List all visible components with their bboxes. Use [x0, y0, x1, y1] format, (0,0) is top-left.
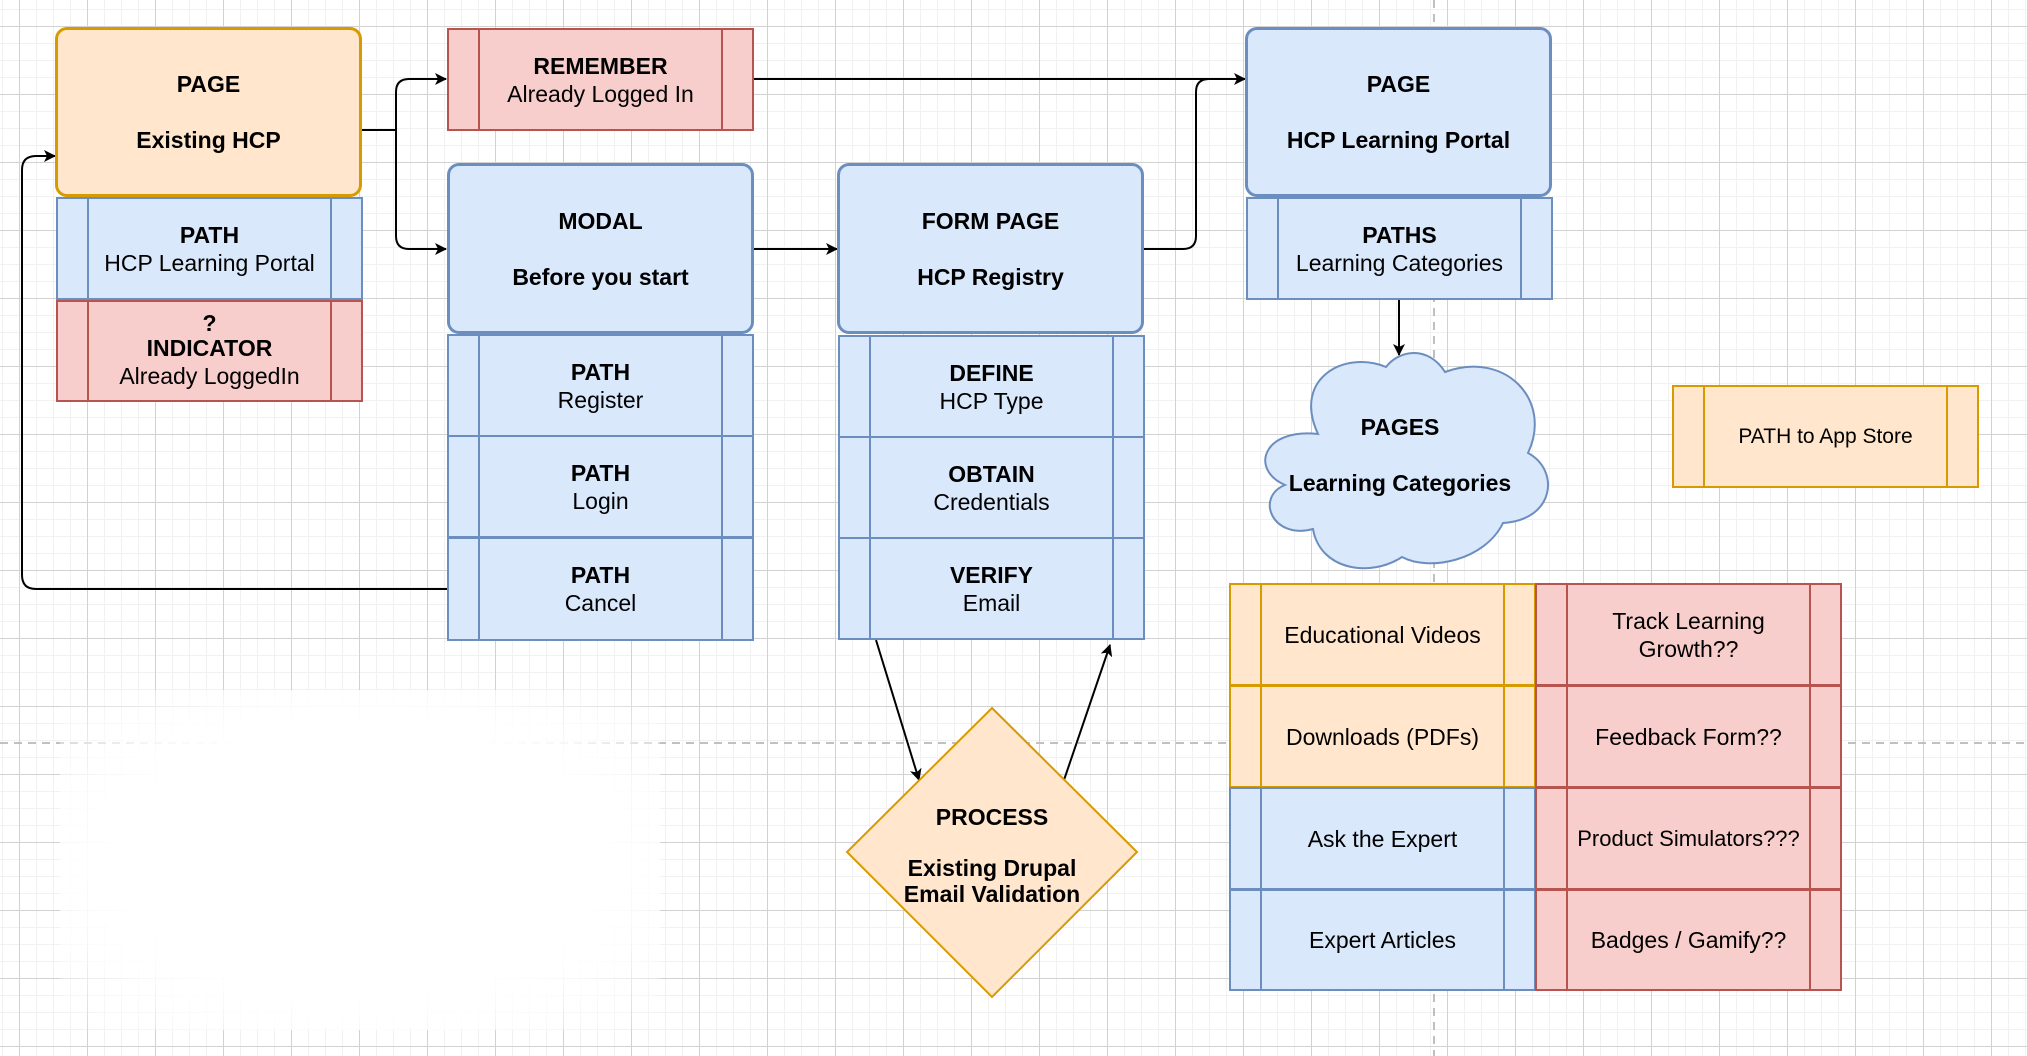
step-value: Credentials	[933, 488, 1050, 515]
category-ask-the-expert[interactable]: Ask the Expert	[1229, 787, 1536, 890]
connector-existing-to-remember[interactable]	[362, 73, 447, 131]
connector-cancel-to-existing[interactable]	[21, 150, 447, 590]
node-type-label: PAGE	[176, 71, 241, 97]
paths-learning-categories[interactable]: PATHS Learning Categories	[1246, 197, 1553, 300]
node-type-label: MODAL	[558, 207, 643, 234]
path-to-app-store[interactable]: PATH to App Store	[1672, 385, 1979, 488]
step-label: VERIFY	[949, 561, 1034, 588]
category-product-simulators[interactable]: Product Simulators???	[1535, 787, 1842, 890]
form-page-hcp-registry[interactable]: FORM PAGE HCP Registry	[837, 163, 1144, 334]
category-downloads-pdfs[interactable]: Downloads (PDFs)	[1229, 685, 1536, 788]
remember-value: Already Logged In	[507, 80, 694, 107]
indicator-value: Already LoggedIn	[119, 363, 300, 389]
category-label: Track Learning Growth??	[1612, 607, 1765, 662]
category-feedback-form[interactable]: Feedback Form??	[1535, 685, 1842, 788]
process-text: PROCESS Existing Drupal Email Validation	[872, 790, 1112, 920]
node-title: Before you start	[512, 263, 689, 290]
step-label: OBTAIN	[948, 460, 1035, 487]
category-educational-videos[interactable]: Educational Videos	[1229, 583, 1536, 686]
step-value: HCP Type	[939, 387, 1044, 414]
remember-label: REMEMBER	[533, 52, 668, 79]
indicator-label: INDICATOR	[146, 335, 273, 361]
pages-cloud-shape[interactable]	[1264, 352, 1550, 570]
indicator-prefix: ?	[202, 310, 217, 336]
redacted-region	[60, 690, 660, 1030]
cloud-text: PAGES Learning Categories	[1270, 400, 1530, 510]
form-step-verify[interactable]: VERIFY Email	[838, 537, 1145, 640]
category-label: Educational Videos	[1284, 621, 1481, 648]
path-value: Cancel	[564, 590, 637, 616]
category-label: Downloads (PDFs)	[1286, 723, 1479, 750]
node-title: Existing HCP	[136, 127, 281, 153]
path-value: Register	[557, 386, 644, 413]
process-line2: Email Validation	[903, 881, 1081, 907]
modal-path-register[interactable]: PATH Register	[447, 334, 754, 437]
remember-already-logged-in[interactable]: REMEMBER Already Logged In	[447, 28, 754, 131]
cloud-title: Learning Categories	[1288, 470, 1512, 496]
cloud-type: PAGES	[1360, 414, 1440, 440]
indicator-already-logged-in[interactable]: ? INDICATOR Already LoggedIn	[56, 300, 363, 402]
form-step-define[interactable]: DEFINE HCP Type	[838, 335, 1145, 438]
node-type-label: PAGE	[1366, 71, 1431, 97]
category-label: Badges / Gamify??	[1590, 927, 1787, 953]
category-label: Product Simulators???	[1577, 825, 1800, 851]
process-type: PROCESS	[935, 804, 1049, 830]
modal-path-login[interactable]: PATH Login	[447, 435, 754, 538]
path-hcp-learning-portal[interactable]: PATH HCP Learning Portal	[56, 197, 363, 300]
node-title: HCP Learning Portal	[1286, 127, 1511, 153]
app-store-label: PATH to App Store	[1738, 424, 1913, 448]
connector-process-to-form[interactable]	[1063, 644, 1113, 781]
process-diamond[interactable]	[845, 706, 1139, 999]
page-existing-hcp[interactable]: PAGE Existing HCP	[55, 27, 362, 197]
paths-value: Learning Categories	[1295, 249, 1504, 276]
path-value: HCP Learning Portal	[104, 249, 315, 276]
connector-existing-to-modal[interactable]	[395, 130, 447, 255]
path-label: PATH	[179, 221, 240, 248]
page-hcp-learning-portal[interactable]: PAGE HCP Learning Portal	[1245, 27, 1552, 197]
paths-label: PATHS	[1362, 221, 1437, 248]
category-label: Ask the Expert	[1307, 825, 1458, 852]
category-track-learning-growth[interactable]: Track Learning Growth??	[1535, 583, 1842, 686]
process-line1: Existing Drupal	[907, 855, 1077, 881]
path-value: Login	[572, 487, 629, 514]
connector-form-to-process[interactable]	[875, 639, 922, 781]
node-title: HCP Registry	[917, 263, 1064, 290]
modal-path-cancel[interactable]: PATH Cancel	[447, 537, 754, 641]
step-value: Email	[962, 589, 1021, 616]
category-badges-gamify[interactable]: Badges / Gamify??	[1535, 889, 1842, 991]
path-label: PATH	[570, 358, 631, 385]
path-label: PATH	[570, 562, 631, 588]
category-label: Expert Articles	[1309, 927, 1456, 953]
form-step-obtain[interactable]: OBTAIN Credentials	[838, 436, 1145, 539]
node-type-label: FORM PAGE	[921, 207, 1060, 234]
category-label: Feedback Form??	[1595, 723, 1782, 750]
category-expert-articles[interactable]: Expert Articles	[1229, 889, 1536, 991]
connector-form-to-portal[interactable]	[1144, 78, 1210, 250]
modal-before-you-start[interactable]: MODAL Before you start	[447, 163, 754, 334]
step-label: DEFINE	[949, 359, 1034, 386]
path-label: PATH	[570, 459, 631, 486]
